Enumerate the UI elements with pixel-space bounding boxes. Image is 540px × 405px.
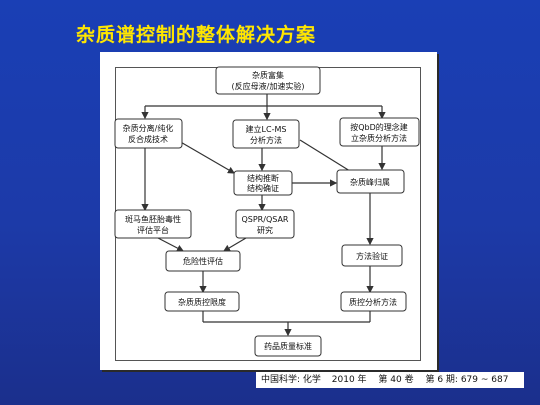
node-lcms-line2: 分析方法 (250, 135, 282, 145)
node-qspr: QSPR/QSAR 研究 (235, 209, 295, 239)
citation-journal: 中国科学: 化学 (261, 375, 321, 385)
citation-bar: 中国科学: 化学 2010 年 第 40 卷 第 6 期: 679 ~ 687 (256, 372, 524, 388)
node-attribution-line1: 杂质峰归属 (350, 177, 390, 187)
node-qbd-line2: 立杂质分析方法 (351, 133, 407, 143)
node-zebrafish-line2: 评估平台 (137, 225, 169, 235)
slide-title: 杂质谱控制的整体解决方案 (76, 24, 317, 46)
node-separation: 杂质分离/纯化 反合成技术 (114, 118, 183, 149)
node-zebrafish: 斑马鱼胚胎毒性 评估平台 (114, 209, 192, 239)
flowchart-edges (141, 94, 386, 337)
citation-year: 2010 年 (331, 375, 367, 385)
flowchart-figure: 杂质富集 (反应母液/加速实验) 杂质分离/纯化 反合成技术 建立LC-MS 分… (100, 52, 437, 370)
flowchart-svg: 杂质富集 (反应母液/加速实验) 杂质分离/纯化 反合成技术 建立LC-MS 分… (114, 66, 420, 357)
node-standard-line1: 药品质量标准 (264, 341, 312, 351)
node-separation-line1: 杂质分离/纯化 (123, 123, 174, 133)
node-qbd: 按QbD的理念建 立杂质分析方法 (339, 117, 420, 147)
node-qspr-line2: 研究 (257, 225, 273, 235)
node-qcmethod-line1: 质控分析方法 (349, 297, 397, 307)
node-structure: 结构推断 结构确证 (233, 170, 293, 196)
node-qbd-line1: 按QbD的理念建 (350, 122, 408, 132)
node-risk: 危险性评估 (165, 250, 241, 272)
edge-zebrafish-risk (157, 237, 185, 252)
edge-qspr-risk (222, 237, 247, 252)
node-limit-line1: 杂质质控限度 (178, 297, 226, 307)
node-validation-line1: 方法验证 (356, 251, 388, 261)
node-separation-line2: 反合成技术 (128, 134, 168, 144)
node-zebrafish-line1: 斑马鱼胚胎毒性 (125, 214, 181, 224)
node-standard: 药品质量标准 (254, 335, 322, 357)
node-structure-line1: 结构推断 (247, 173, 279, 183)
node-enrich: 杂质富集 (反应母液/加速实验) (215, 66, 321, 95)
node-lcms: 建立LC-MS 分析方法 (232, 119, 300, 149)
node-risk-line1: 危险性评估 (183, 256, 223, 266)
node-limit: 杂质质控限度 (164, 291, 240, 312)
node-lcms-line1: 建立LC-MS (246, 124, 287, 134)
citation-issue: 第 6 期: 679 ~ 687 (425, 375, 509, 385)
node-qcmethod: 质控分析方法 (340, 291, 407, 312)
node-qspr-line1: QSPR/QSAR (241, 215, 288, 224)
node-enrich-line2: (反应母液/加速实验) (232, 81, 305, 91)
citation-volume: 第 40 卷 (378, 375, 414, 385)
node-structure-line2: 结构确证 (247, 183, 279, 193)
node-enrich-line1: 杂质富集 (252, 70, 284, 80)
node-validation: 方法验证 (341, 244, 403, 267)
node-attribution: 杂质峰归属 (336, 169, 405, 194)
